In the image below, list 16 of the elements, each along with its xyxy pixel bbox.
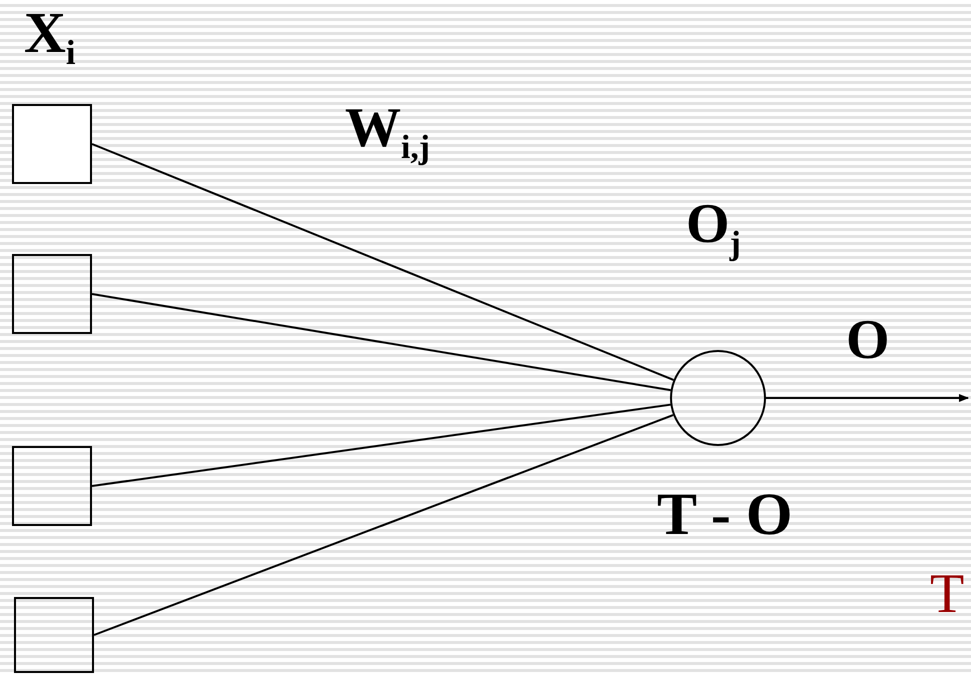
connection-line [94,414,674,636]
neuron-circle [670,350,766,446]
target-label: T [930,566,964,622]
input-box [12,446,92,526]
input-box [14,597,94,673]
input-box [12,254,92,334]
connection-line [92,143,674,381]
neuron-output-label: O$_{j}$ [686,196,741,260]
connection-line [92,293,671,392]
connection-line [92,404,671,487]
error-label: T - O [657,484,793,544]
input-label: X$_{i}$ [24,4,76,71]
output-label: O [846,312,890,368]
weight-label: W$_{i,j}$ [345,100,430,164]
arrow [766,394,969,402]
input-box [12,104,92,184]
